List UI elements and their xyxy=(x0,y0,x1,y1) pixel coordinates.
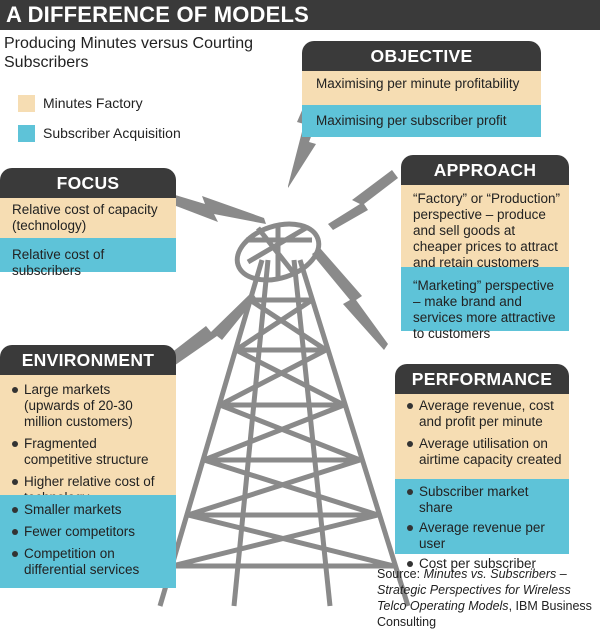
environment-subscriber-item: Competition on differential services xyxy=(10,546,168,578)
performance-subscriber-item: Average revenue per user xyxy=(405,520,563,552)
environment-subscriber-item: Fewer competitors xyxy=(10,524,168,540)
legend-swatch-subscriber xyxy=(18,125,35,142)
environment-minutes-item: Fragmented competitive structure xyxy=(10,436,168,468)
approach-minutes-text: “Factory” or “Production” perspective – … xyxy=(413,191,561,270)
approach-heading: APPROACH xyxy=(401,155,569,185)
environment-box: ENVIRONMENT Large markets (upwards of 20… xyxy=(0,345,176,588)
page-title: A DIFFERENCE OF MODELS xyxy=(6,2,310,27)
title-bar: A DIFFERENCE OF MODELS xyxy=(0,0,600,30)
legend-swatch-minutes xyxy=(18,95,35,112)
performance-subscriber-section: Subscriber market share Average revenue … xyxy=(395,479,569,571)
performance-subscriber-item: Cost per subscriber xyxy=(405,556,563,572)
approach-subscriber-text: “Marketing” perspective – make brand and… xyxy=(413,278,556,341)
objective-subscriber-text: Maximising per subscriber profit xyxy=(316,113,507,128)
source-prefix: Source: xyxy=(377,567,424,581)
objective-minutes-section: Maximising per minute profitability xyxy=(302,71,541,105)
objective-subscriber-section: Maximising per subscriber profit xyxy=(302,105,541,137)
objective-heading: OBJECTIVE xyxy=(302,41,541,71)
performance-minutes-section: Average revenue, cost and profit per min… xyxy=(395,394,569,479)
environment-heading: ENVIRONMENT xyxy=(0,345,176,375)
lightning-bolt-approach xyxy=(328,170,398,230)
source-title: Minutes vs. Subscribers – Strategic Pers… xyxy=(377,567,571,613)
performance-heading: PERFORMANCE xyxy=(395,364,569,394)
performance-box: PERFORMANCE Average revenue, cost and pr… xyxy=(395,364,569,571)
objective-minutes-text: Maximising per minute profitability xyxy=(316,76,520,91)
focus-subscriber-section: Relative cost of subscribers xyxy=(0,238,176,278)
legend-label-subscriber: Subscriber Acquisition xyxy=(43,125,181,141)
source-note: Source: Minutes vs. Subscribers – Strate… xyxy=(377,566,597,630)
environment-minutes-section: Large markets (upwards of 20-30 million … xyxy=(0,375,176,505)
performance-minutes-item: Average revenue, cost and profit per min… xyxy=(405,398,563,430)
lightning-bolt-environment xyxy=(162,292,256,370)
focus-box: FOCUS Relative cost of capacity (technol… xyxy=(0,168,176,278)
lightning-bolt-focus xyxy=(150,188,266,224)
environment-subscriber-section: Smaller markets Fewer competitors Compet… xyxy=(0,495,176,588)
performance-minutes-item: Average utilisation on airtime capacity … xyxy=(405,436,563,468)
focus-minutes-section: Relative cost of capacity (technology) xyxy=(0,198,176,238)
focus-subscriber-text: Relative cost of subscribers xyxy=(12,247,105,278)
approach-subscriber-section: “Marketing” perspective – make brand and… xyxy=(401,267,569,341)
lightning-bolt-performance xyxy=(312,248,388,350)
environment-minutes-item: Large markets (upwards of 20-30 million … xyxy=(10,382,168,430)
tower-structure xyxy=(157,259,411,607)
satellite-dish xyxy=(234,221,322,283)
tower-illustration xyxy=(150,92,411,607)
approach-box: APPROACH “Factory” or “Production” persp… xyxy=(401,155,569,341)
legend-label-minutes: Minutes Factory xyxy=(43,95,143,111)
focus-heading: FOCUS xyxy=(0,168,176,198)
environment-subscriber-item: Smaller markets xyxy=(10,502,168,518)
approach-minutes-section: “Factory” or “Production” perspective – … xyxy=(401,185,569,270)
focus-minutes-text: Relative cost of capacity (technology) xyxy=(12,202,158,233)
performance-subscriber-item: Subscriber market share xyxy=(405,484,563,516)
objective-box: OBJECTIVE Maximising per minute profitab… xyxy=(302,41,541,137)
subtitle: Producing Minutes versus Courting Subscr… xyxy=(4,35,254,71)
